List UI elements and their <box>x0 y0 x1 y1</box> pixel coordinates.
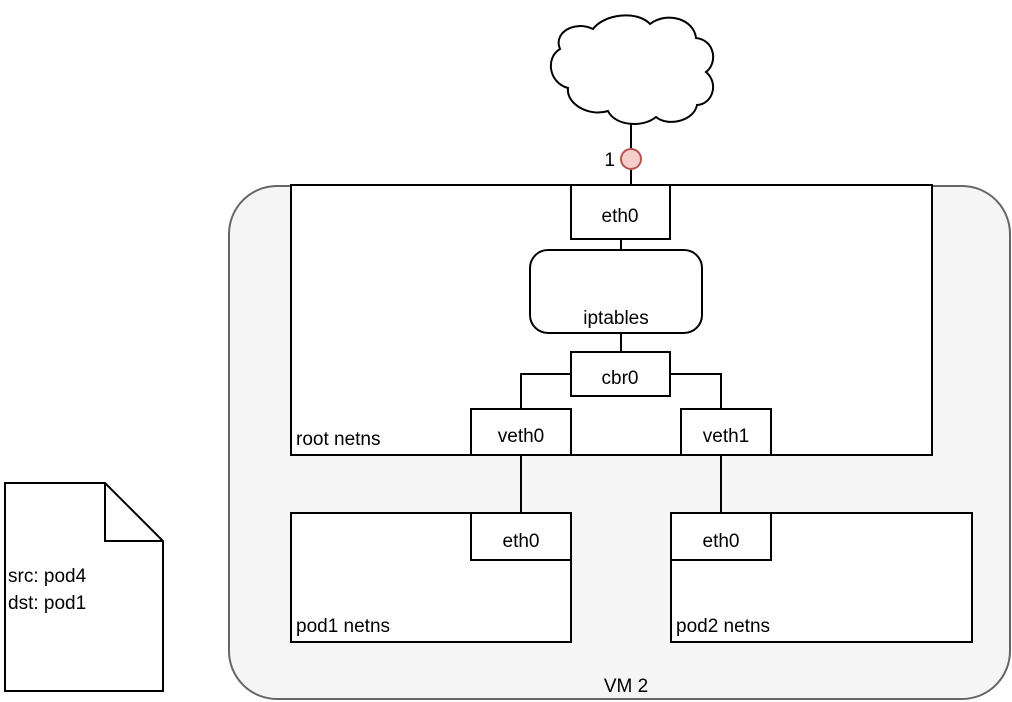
vm-container-label: VM 2 <box>604 676 648 697</box>
cbr0-box <box>570 351 671 397</box>
pod1-netns-label: pod1 netns <box>296 616 390 637</box>
packet-note-src-line: src: pod4 <box>8 566 87 587</box>
step-marker-1-label: 1 <box>604 150 615 171</box>
veth1-box <box>680 408 772 456</box>
edge-cbr0-to-veth1 <box>670 373 722 409</box>
packet-note-fold-icon <box>104 483 163 542</box>
host-eth0-box <box>570 184 671 240</box>
veth0-box <box>470 408 572 456</box>
pod1-eth0-label: eth0 <box>503 531 540 552</box>
pod2-netns-label: pod2 netns <box>676 616 770 637</box>
edge-cbr0-to-veth0 <box>520 373 571 409</box>
pod2-eth0-label: eth0 <box>703 531 740 552</box>
iptables-label: iptables <box>583 308 649 329</box>
iptables-box <box>529 249 703 334</box>
pod1-eth0-box <box>470 512 572 561</box>
packet-note-shape <box>4 482 164 692</box>
internet-cloud-icon <box>549 14 715 125</box>
host-eth0-label: eth0 <box>602 206 639 227</box>
step-marker-1 <box>620 148 642 170</box>
veth1-label: veth1 <box>703 426 749 447</box>
cbr0-label: cbr0 <box>602 368 639 389</box>
packet-note-dst-line: dst: pod1 <box>8 593 86 614</box>
veth0-label: veth0 <box>498 426 544 447</box>
root-netns-label: root netns <box>296 429 381 450</box>
pod2-eth0-box <box>670 512 772 561</box>
